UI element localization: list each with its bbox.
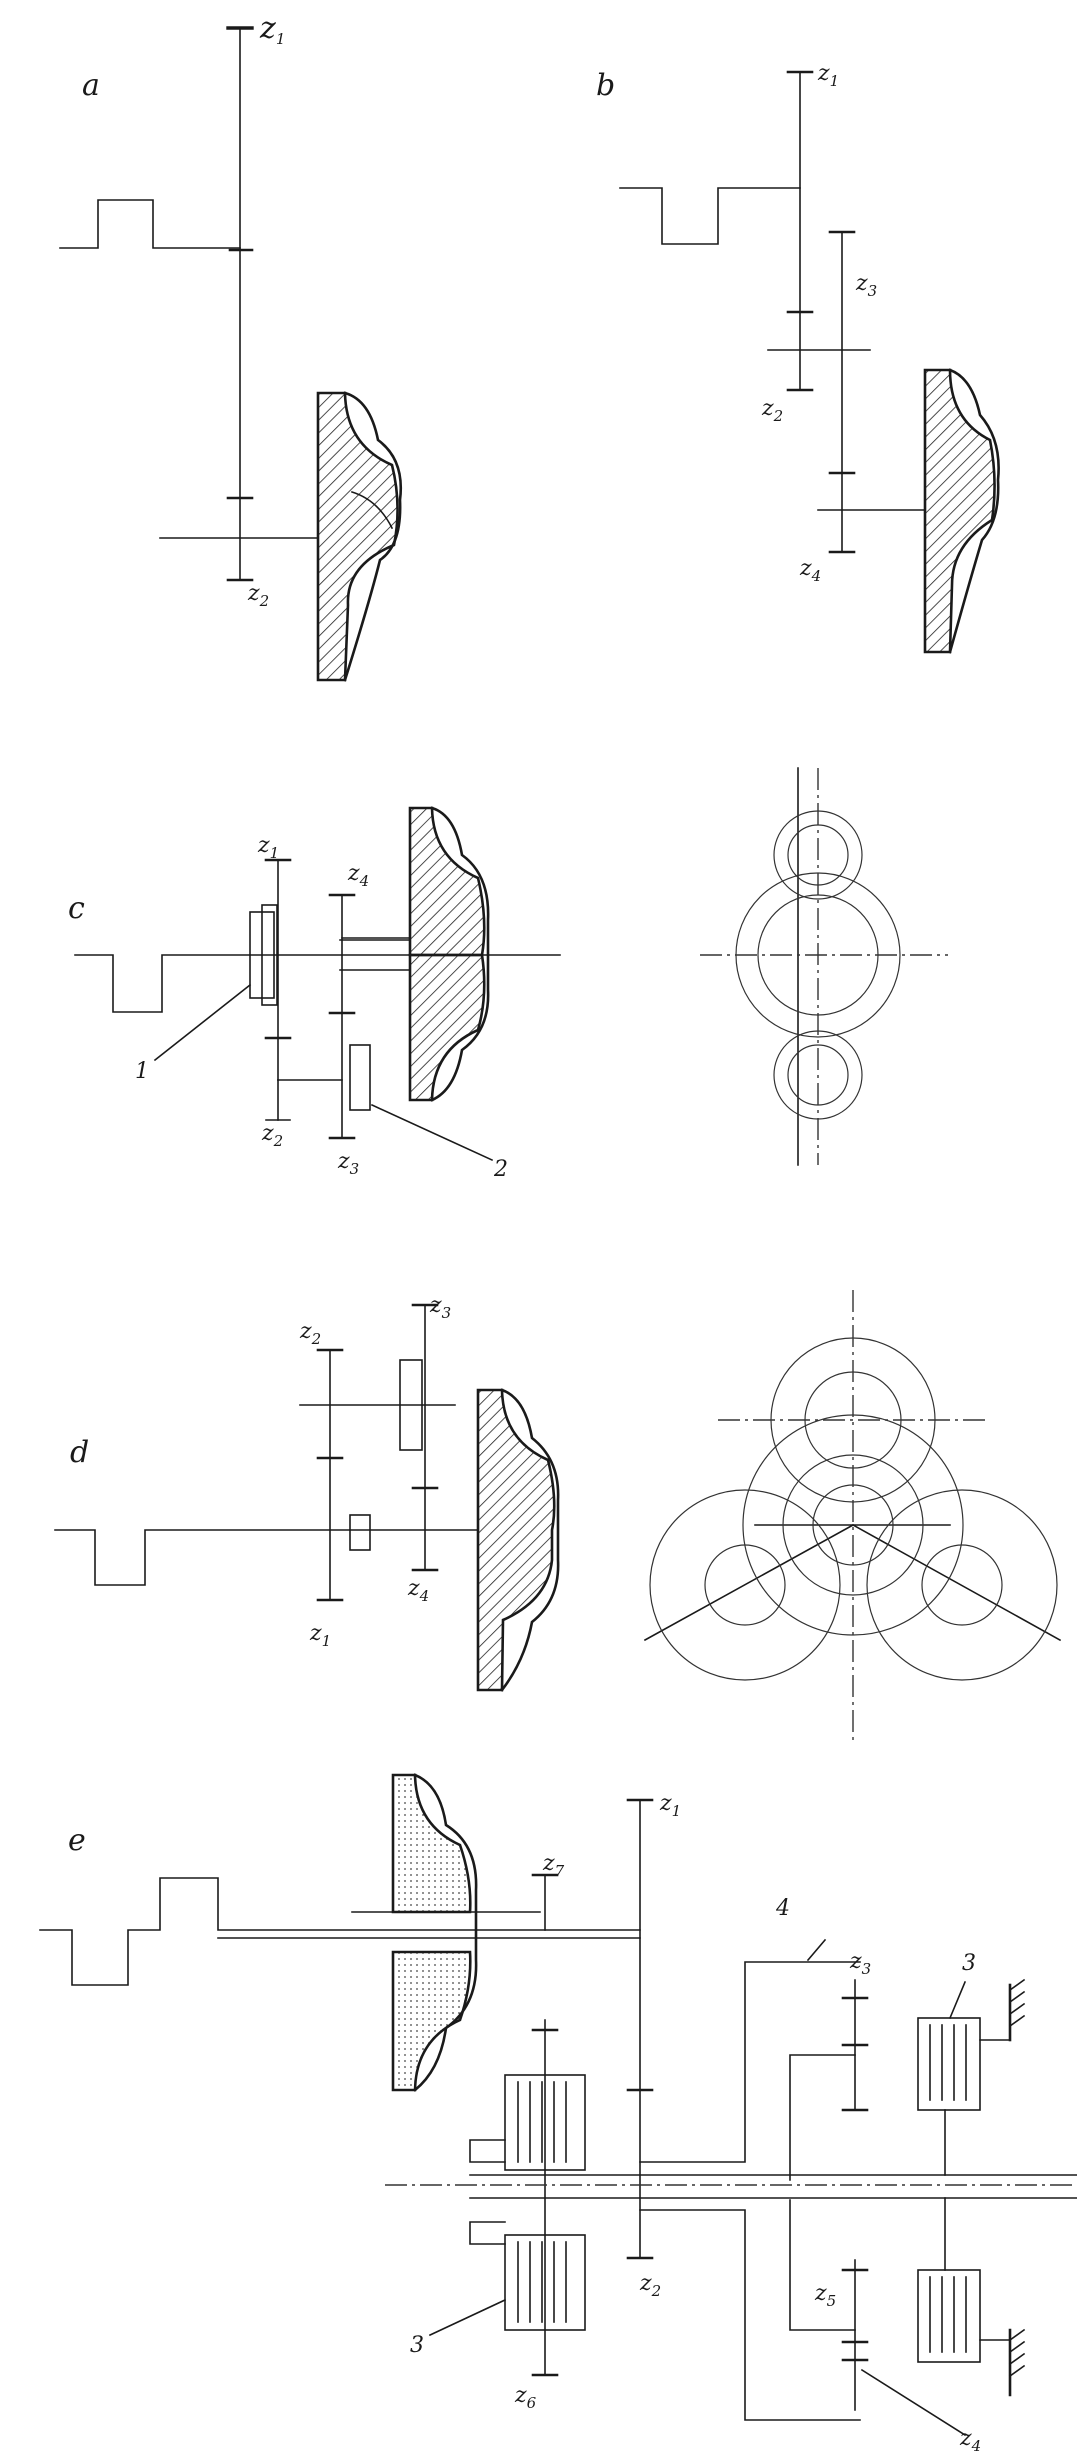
leader-2-c xyxy=(370,1103,494,1162)
number-3-left-e: 3 xyxy=(410,2333,424,2358)
impeller-c-bottom xyxy=(408,953,486,1102)
clutch-d xyxy=(399,1359,423,1451)
planetary-circles-d xyxy=(643,1290,1062,1740)
gear-circle-center-d xyxy=(742,1414,964,1636)
label-z4-e: z4 xyxy=(959,2426,981,2455)
label-z1-d: z1 xyxy=(309,1621,331,1650)
input-shaft-d xyxy=(54,1529,351,1586)
brake-upper-e xyxy=(917,2017,981,2111)
gear-circle-top-c xyxy=(773,810,863,900)
gear-circle-mid-c xyxy=(735,872,901,1038)
panel-c: c z1 z2 z4 z3 1 2 xyxy=(68,767,948,1182)
panel-label-b: b xyxy=(596,68,615,103)
gear-circle-right-d xyxy=(866,1489,1058,1681)
panel-label-a: a xyxy=(82,68,100,103)
label-z3-c: z3 xyxy=(337,1149,359,1178)
input-shaft-e xyxy=(39,1877,641,1986)
label-z3-b: z3 xyxy=(855,271,877,300)
panel-label-c: c xyxy=(68,891,85,926)
label-z1-b: z1 xyxy=(817,61,839,90)
clutch-2-c xyxy=(349,1044,371,1111)
label-z1-c: z1 xyxy=(257,833,279,862)
label-z3-d: z3 xyxy=(429,1293,451,1322)
impeller-b xyxy=(923,368,996,654)
impeller-a xyxy=(316,391,399,682)
label-z2-c: z2 xyxy=(261,1121,283,1150)
panel-e: e z7 z1 z2 z6 3 xyxy=(39,1773,1077,2455)
label-z1-a: z1 xyxy=(259,11,285,48)
clutch-pack-lower-e xyxy=(504,2234,586,2331)
leader-1-c xyxy=(153,983,252,1062)
panel-d: d z2 z1 z3 z4 xyxy=(54,1290,1062,1740)
panel-a: a z1 z2 xyxy=(59,11,403,682)
gear-circle-bottom-c xyxy=(773,1030,863,1120)
number-2-c: 2 xyxy=(493,1157,508,1182)
brake-lower-e xyxy=(917,2269,981,2363)
label-z1-e: z1 xyxy=(659,1791,681,1820)
leader-3-left-e xyxy=(428,2298,507,2337)
label-z5-e: z5 xyxy=(814,2281,836,2310)
label-z4-c: z4 xyxy=(347,861,369,890)
label-z2-a: z2 xyxy=(247,581,269,610)
label-z3-e: z3 xyxy=(849,1949,871,1978)
input-shaft-a xyxy=(59,199,241,249)
clutch-pack-upper-e xyxy=(504,2074,586,2171)
gear-circle-left-d xyxy=(649,1489,841,1681)
impeller-c-top xyxy=(408,806,486,957)
number-3-right-e: 3 xyxy=(962,1951,976,1976)
label-z6-e: z6 xyxy=(514,2383,537,2412)
label-z2-b: z2 xyxy=(761,396,783,425)
label-z7-e: z7 xyxy=(542,1851,565,1880)
input-shaft-c xyxy=(74,954,251,1013)
gear-circle-top-d xyxy=(770,1337,936,1503)
panel-label-e: e xyxy=(68,1823,86,1858)
carrier-4-e xyxy=(639,1961,861,2163)
label-z2-e: z2 xyxy=(639,2271,661,2300)
label-z2-d: z2 xyxy=(299,1319,321,1348)
impeller-e-bottom xyxy=(391,1950,472,2092)
number-4-e: 4 xyxy=(775,1896,790,1921)
panel-b: b z1 z2 z3 z4 xyxy=(596,61,1000,654)
label-z4-b: z4 xyxy=(799,556,821,585)
coupling-d xyxy=(349,1514,371,1551)
input-shaft-b xyxy=(619,187,801,245)
gear-circles-c xyxy=(700,767,948,1166)
impeller-d xyxy=(476,1388,556,1692)
panel-label-d: d xyxy=(70,1435,89,1470)
label-z4-d: z4 xyxy=(407,1576,429,1605)
number-1-c: 1 xyxy=(135,1059,149,1084)
impeller-e-top xyxy=(391,1773,472,1914)
